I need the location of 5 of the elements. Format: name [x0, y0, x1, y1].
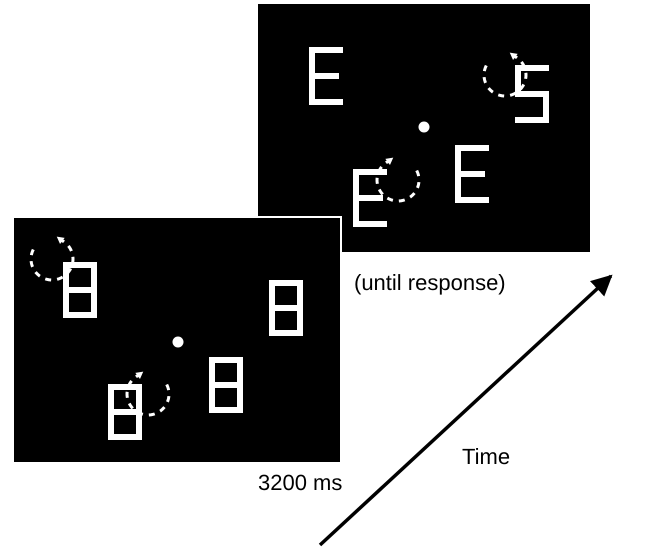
axis-label: Time [462, 444, 510, 470]
duration-caption: (until response) [354, 270, 506, 296]
display-screen [258, 4, 590, 252]
display-screen [12, 216, 342, 464]
duration-caption: 3200 ms [258, 470, 342, 496]
